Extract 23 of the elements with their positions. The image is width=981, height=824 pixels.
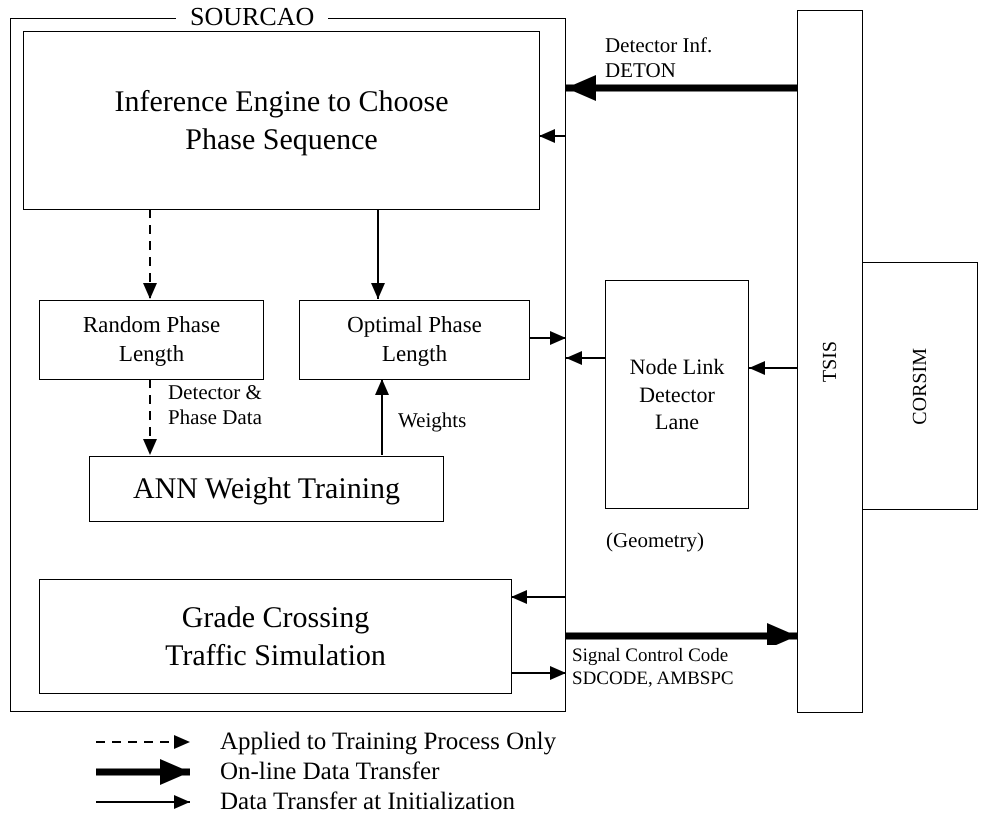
process-box: Optimal Phase Length [299, 300, 530, 380]
arrow [529, 331, 566, 345]
caption-text: (Geometry) [606, 528, 704, 553]
process-box: CORSIM [862, 262, 978, 510]
process-box: ANN Weight Training [89, 456, 444, 522]
arrow [566, 351, 605, 365]
thick-arrow [566, 75, 797, 101]
arrow [371, 209, 385, 299]
arrow [749, 361, 797, 375]
process-box: Grade Crossing Traffic Simulation [39, 579, 512, 694]
arrow [375, 379, 389, 455]
process-box: Node Link Detector Lane [605, 280, 749, 509]
process-box: Inference Engine to Choose Phase Sequence [23, 31, 540, 210]
legend-text: Data Transfer at Initialization [220, 787, 516, 817]
dashed-arrow [143, 379, 157, 455]
legend-text: Applied to Training Process Only [220, 727, 556, 757]
arrow [511, 666, 566, 680]
dashed-arrow [143, 209, 157, 299]
process-box: TSIS [797, 10, 863, 713]
arrow [539, 129, 566, 143]
legend-text: On-line Data Transfer [220, 757, 440, 787]
process-box: Random Phase Length [39, 300, 264, 380]
arrow [511, 590, 566, 604]
